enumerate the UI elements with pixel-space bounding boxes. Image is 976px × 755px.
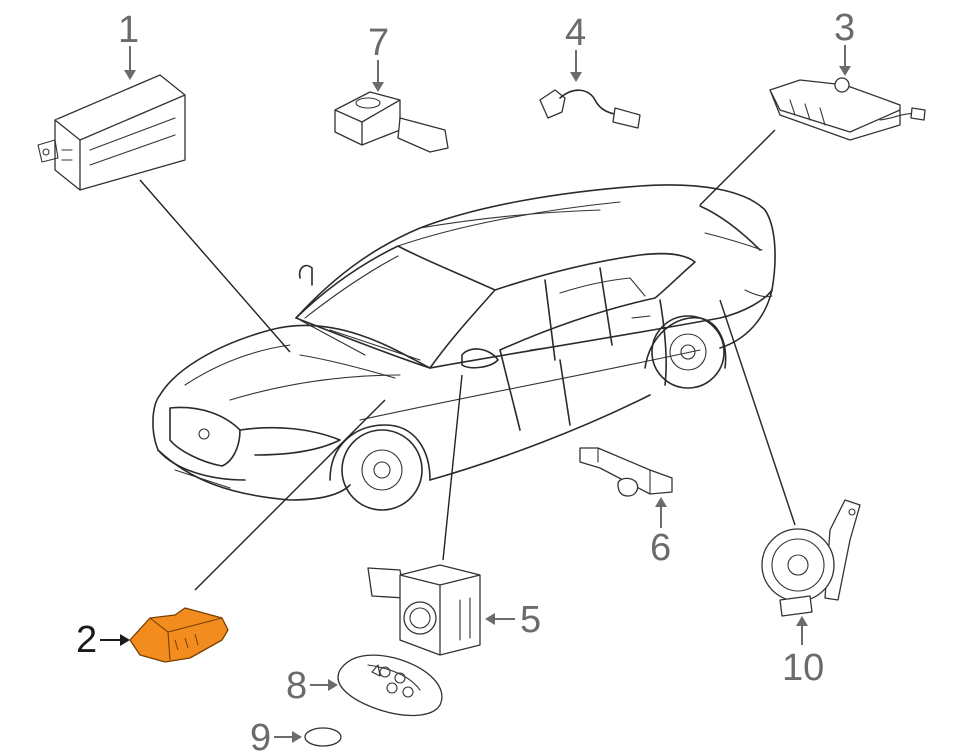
callout-label: 8 [286, 665, 307, 707]
sensor-icon [579, 447, 673, 497]
horn-icon [761, 499, 861, 617]
callout-8: 8 [286, 665, 338, 707]
callout-label: 2 [76, 619, 97, 661]
key-fob-icon [337, 654, 443, 717]
callout-label: 9 [250, 717, 271, 755]
highlighted-module-icon [129, 607, 229, 663]
callout-6: 6 [650, 497, 671, 569]
callout-10: 10 [782, 616, 824, 689]
control-module-icon [37, 74, 186, 191]
callout-label: 10 [782, 647, 824, 689]
callout-label: 7 [368, 22, 389, 64]
antenna-icon [769, 77, 926, 141]
callout-label: 1 [118, 9, 139, 51]
callout-label: 6 [650, 527, 671, 569]
callout-label: 5 [520, 599, 541, 641]
callout-2: 2 [76, 619, 130, 661]
callout-1: 1 [118, 9, 139, 80]
callout-5: 5 [485, 599, 541, 641]
wiring-harness-icon [539, 89, 641, 129]
callout-3: 3 [834, 7, 855, 76]
leader-lines [139, 129, 796, 591]
sensor-icon [334, 91, 449, 153]
callout-7: 7 [368, 22, 389, 92]
callout-label: 3 [834, 7, 855, 49]
callout-label: 4 [565, 12, 586, 54]
callout-9: 9 [250, 717, 302, 755]
sedan-car-icon [152, 184, 776, 511]
callout-4: 4 [565, 12, 586, 82]
control-module-icon [367, 564, 481, 656]
coin-battery-icon [304, 727, 342, 747]
